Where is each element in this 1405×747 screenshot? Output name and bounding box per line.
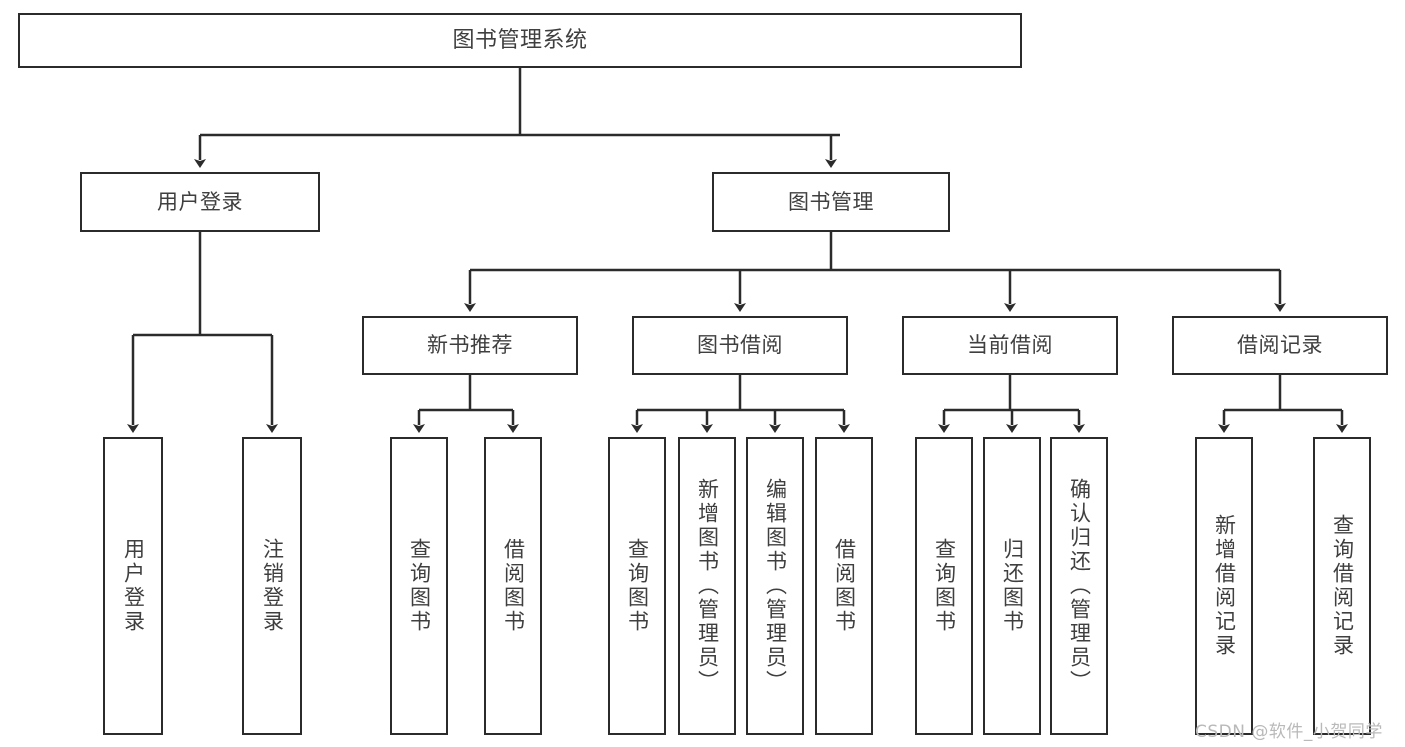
leaf-query-book-new[interactable]: 查询图书 — [390, 437, 448, 735]
csdn-watermark: CSDN @软件_小贺同学 — [1195, 722, 1383, 742]
node-label: 新增图书（管理员） — [695, 478, 720, 694]
leaf-return-book[interactable]: 归还图书 — [983, 437, 1041, 735]
node-label: 归还图书 — [1000, 538, 1025, 634]
leaf-user-login[interactable]: 用户登录 — [103, 437, 163, 735]
node-label: 新增借阅记录 — [1212, 514, 1237, 658]
node-label: 确认归还（管理员） — [1067, 478, 1092, 694]
leaf-query-book-borrow[interactable]: 查询图书 — [608, 437, 666, 735]
node-label: 图书借阅 — [697, 333, 783, 358]
node-label: 借阅图书 — [501, 538, 526, 634]
node-label: 用户登录 — [121, 538, 146, 634]
leaf-borrow-book-new[interactable]: 借阅图书 — [484, 437, 542, 735]
leaf-add-book-admin[interactable]: 新增图书（管理员） — [678, 437, 736, 735]
node-user-login[interactable]: 用户登录 — [80, 172, 320, 232]
node-label: 查询图书 — [932, 538, 957, 634]
leaf-lend-book[interactable]: 借阅图书 — [815, 437, 873, 735]
node-borrow-records[interactable]: 借阅记录 — [1172, 316, 1388, 375]
node-label: 用户登录 — [157, 189, 243, 214]
node-label: 当前借阅 — [967, 333, 1053, 358]
node-label: 图书管理系统 — [452, 27, 588, 53]
node-label: 查询图书 — [625, 538, 650, 634]
node-root-system[interactable]: 图书管理系统 — [18, 13, 1022, 68]
node-book-management[interactable]: 图书管理 — [712, 172, 950, 232]
node-label: 借阅图书 — [832, 538, 857, 634]
node-current-borrow[interactable]: 当前借阅 — [902, 316, 1118, 375]
node-label: 查询借阅记录 — [1330, 514, 1355, 658]
leaf-edit-book-admin[interactable]: 编辑图书（管理员） — [746, 437, 804, 735]
leaf-logout[interactable]: 注销登录 — [242, 437, 302, 735]
node-new-book-recommend[interactable]: 新书推荐 — [362, 316, 578, 375]
node-book-borrow[interactable]: 图书借阅 — [632, 316, 848, 375]
node-label: 新书推荐 — [427, 333, 513, 358]
node-label: 借阅记录 — [1237, 333, 1323, 358]
node-label: 查询图书 — [407, 538, 432, 634]
node-label: 图书管理 — [788, 189, 874, 214]
leaf-confirm-return-admin[interactable]: 确认归还（管理员） — [1050, 437, 1108, 735]
leaf-add-borrow-record[interactable]: 新增借阅记录 — [1195, 437, 1253, 735]
leaf-query-borrow-record[interactable]: 查询借阅记录 — [1313, 437, 1371, 735]
node-label: 编辑图书（管理员） — [763, 478, 788, 694]
leaf-query-book-current[interactable]: 查询图书 — [915, 437, 973, 735]
node-label: 注销登录 — [260, 538, 285, 634]
